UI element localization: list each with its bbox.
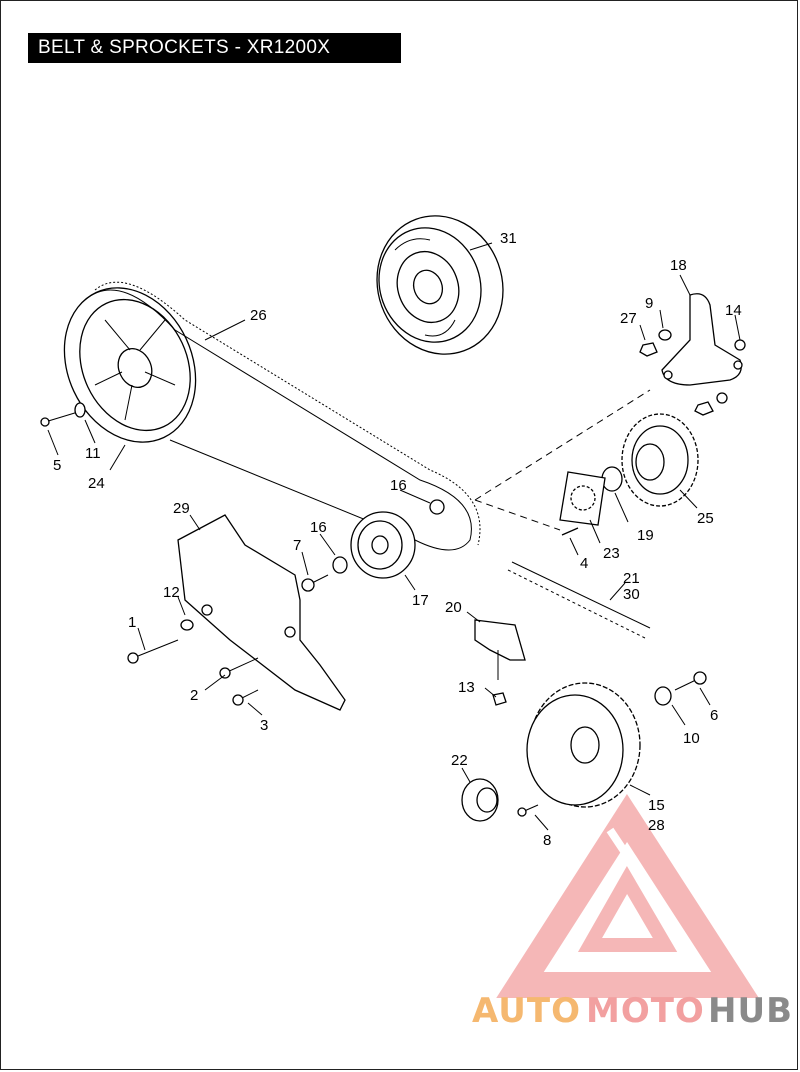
label-5: 5 bbox=[53, 457, 61, 474]
nut-right bbox=[694, 401, 714, 416]
watermark-logo bbox=[496, 793, 759, 998]
drive-belt-26 bbox=[84, 281, 481, 551]
leader-lines bbox=[47, 242, 741, 831]
label-27: 27 bbox=[620, 310, 637, 327]
watermark-text-moto: MOTO bbox=[586, 991, 705, 1031]
part-labels: 31 26 18 9 27 14 5 11 24 16 25 19 23 4 2… bbox=[53, 230, 742, 849]
washer-11 bbox=[74, 402, 86, 418]
bolt-7 bbox=[301, 574, 329, 592]
label-13: 13 bbox=[458, 679, 475, 696]
nut-13 bbox=[492, 692, 507, 706]
label-11: 11 bbox=[85, 445, 101, 462]
label-24: 24 bbox=[88, 475, 105, 492]
label-3: 3 bbox=[260, 717, 268, 734]
debris-deflector-20 bbox=[474, 619, 526, 680]
front-pulley-31 bbox=[376, 215, 504, 355]
label-16a: 16 bbox=[390, 477, 407, 494]
label-8: 8 bbox=[543, 832, 551, 849]
label-1: 1 bbox=[128, 614, 136, 631]
spacer-22 bbox=[461, 778, 499, 822]
rear-pulley-24 bbox=[63, 287, 197, 443]
bolt-3 bbox=[232, 689, 259, 706]
label-2: 2 bbox=[190, 687, 198, 704]
watermark-text-hub: HUB bbox=[708, 991, 793, 1031]
bracket-18 bbox=[661, 293, 743, 386]
alignment-line bbox=[474, 389, 651, 531]
label-14: 14 bbox=[725, 302, 742, 319]
label-21: 21 bbox=[623, 570, 640, 587]
label-25: 25 bbox=[697, 510, 714, 527]
bolt-5 bbox=[40, 411, 79, 427]
label-6: 6 bbox=[710, 707, 718, 724]
washer-10 bbox=[654, 686, 672, 706]
label-7: 7 bbox=[293, 537, 301, 554]
label-29: 29 bbox=[173, 500, 190, 517]
sprocket-cover-29 bbox=[177, 514, 346, 711]
label-23: 23 bbox=[603, 545, 620, 562]
label-20: 20 bbox=[445, 599, 462, 616]
washer-14 bbox=[734, 339, 746, 351]
label-26: 26 bbox=[250, 307, 267, 324]
screw-4 bbox=[561, 527, 579, 536]
label-31: 31 bbox=[500, 230, 517, 247]
label-18: 18 bbox=[670, 257, 687, 274]
idler-pulley-17 bbox=[350, 511, 416, 579]
label-9: 9 bbox=[645, 295, 653, 312]
nut-27 bbox=[639, 342, 658, 357]
screw-8 bbox=[517, 804, 539, 817]
label-12: 12 bbox=[163, 584, 180, 601]
lock-plate-23 bbox=[559, 471, 606, 526]
bolt-6 bbox=[674, 671, 707, 691]
bolt-2 bbox=[219, 657, 259, 679]
label-16b: 16 bbox=[310, 519, 327, 536]
washer-12 bbox=[180, 619, 194, 631]
washer-9 bbox=[658, 329, 672, 341]
label-19: 19 bbox=[637, 527, 654, 544]
diagram-title: BELT & SPROCKETS - XR1200X bbox=[28, 33, 401, 63]
watermark-text-auto: AUTO bbox=[472, 991, 581, 1031]
bolt-1 bbox=[127, 639, 179, 664]
washer-right bbox=[716, 392, 728, 404]
label-28: 28 bbox=[648, 817, 665, 834]
rear-sprocket-15 bbox=[526, 682, 641, 808]
label-30: 30 bbox=[623, 586, 640, 603]
transmission-sprocket-25 bbox=[621, 413, 699, 507]
label-15: 15 bbox=[648, 797, 665, 814]
chain-21-30 bbox=[507, 561, 651, 639]
washer-16 bbox=[332, 556, 348, 574]
label-17: 17 bbox=[412, 592, 429, 609]
label-22: 22 bbox=[451, 752, 468, 769]
label-4: 4 bbox=[580, 555, 588, 572]
label-10: 10 bbox=[683, 730, 700, 747]
